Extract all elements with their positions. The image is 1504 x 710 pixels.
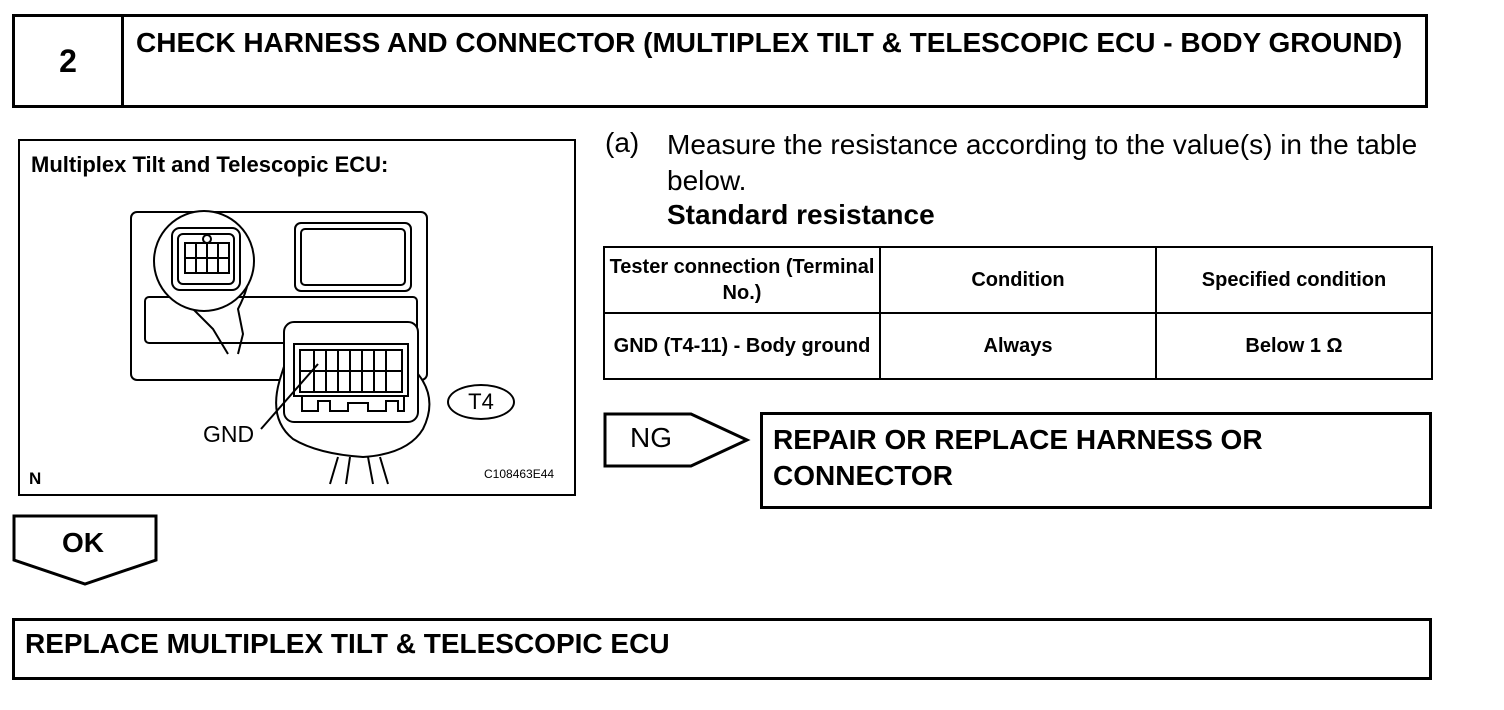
ok-label: OK [62,527,104,558]
step-title: CHECK HARNESS AND CONNECTOR (MULTIPLEX T… [136,27,1403,58]
step-header-box [12,14,1428,108]
table-row: GND (T4-11) - Body ground Always Below 1… [603,312,1433,380]
substep-marker: (a) [605,127,640,158]
ng-action-text: REPAIR OR REPLACE HARNESS OR CONNECTOR [773,424,1263,491]
table-cell: Always [879,312,1157,380]
resistance-table: Tester connection (Terminal No.) Conditi… [603,246,1433,380]
ng-action-box [760,412,1432,509]
figure-code: C108463E44 [484,467,555,481]
connector-diagram [18,139,576,496]
connector-t4-label: T4 [447,384,515,420]
column-header: Tester connection (Terminal No.) [603,246,881,314]
standard-resistance-heading: Standard resistance [667,199,935,230]
diagram-corner-mark: N [29,469,42,488]
instruction-text: Measure the resistance according to the … [667,129,1418,196]
ok-arrow [12,514,158,586]
column-header: Condition [879,246,1157,314]
column-header: Specified condition [1155,246,1433,314]
ng-arrow [603,412,751,468]
table-cell: Below 1 Ω [1155,312,1433,380]
final-action-box [12,618,1432,680]
ng-label: NG [630,422,672,453]
table-cell: GND (T4-11) - Body ground [603,312,881,380]
diagram-caption: Multiplex Tilt and Telescopic ECU: [31,152,389,177]
gnd-pin-label: GND [203,421,255,447]
ecu-connector-illustration [130,210,431,485]
table-header-row: Tester connection (Terminal No.) Conditi… [603,246,1433,314]
final-action-text: REPLACE MULTIPLEX TILT & TELESCOPIC ECU [25,628,670,659]
step-number: 2 [15,17,124,105]
